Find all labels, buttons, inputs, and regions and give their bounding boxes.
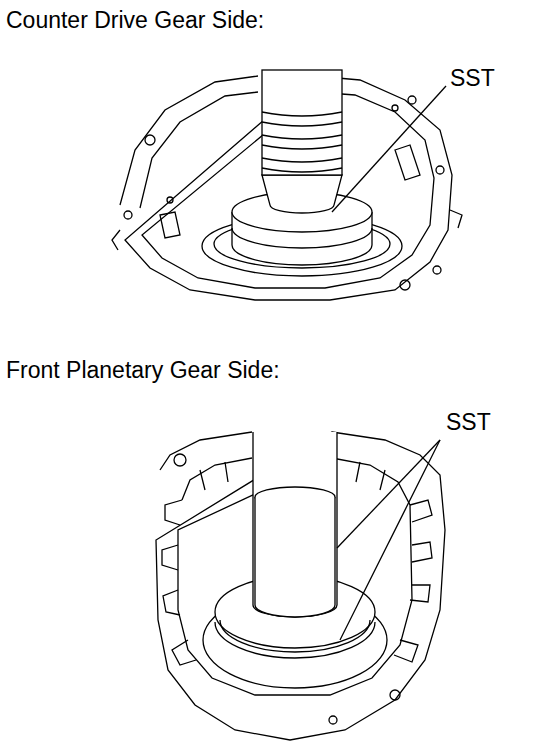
case-bottom [156,432,445,740]
section-heading: Counter Drive Gear Side: [4,8,266,33]
leader-line [340,440,440,640]
tool-label: SST [448,66,497,91]
sst-bottom [203,432,387,688]
section-heading: Front Planetary Gear Side: [4,358,282,383]
sst-top [232,70,372,265]
tool-label: SST [444,410,493,435]
leader-line [337,440,440,548]
leader-line [332,86,446,212]
